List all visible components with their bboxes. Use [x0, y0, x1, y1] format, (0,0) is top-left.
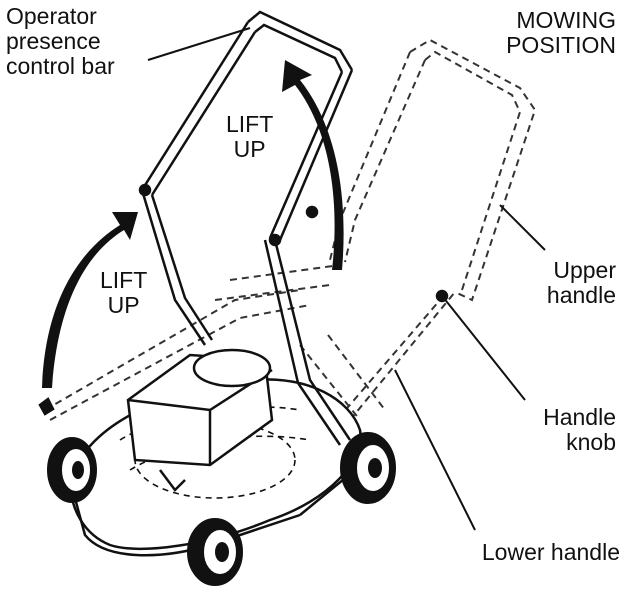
lifted-handle: [38, 10, 449, 446]
operator-label-line3: control bar: [6, 53, 115, 79]
handle-knob-line1: Handle: [543, 404, 616, 430]
upper-handle-leader-line: [499, 204, 546, 251]
handle-knob-line2: knob: [566, 429, 616, 455]
lower-handle-label: Lower handle: [481, 539, 620, 565]
operator-presence-label: Operator presence control bar: [6, 4, 115, 79]
operator-label-line1: Operator: [6, 3, 97, 29]
wheel-right-rear: [340, 432, 396, 504]
mowing-position-label: MOWING POSITION: [506, 8, 616, 58]
lower-handle-leader-line: [394, 369, 476, 531]
leader-lines: [147, 27, 546, 531]
operator-label-line2: presence: [6, 28, 101, 54]
mowing-position-handle: [44, 38, 537, 429]
engine: [126, 348, 274, 492]
wheel-left-front: [187, 518, 243, 586]
lift-up-top-label: LIFT UP: [226, 112, 273, 162]
lift-up-left-label: LIFT UP: [100, 268, 147, 318]
lift-up-left-line2: UP: [107, 292, 140, 318]
lift-up-top-line2: UP: [233, 136, 266, 162]
upper-handle-line2: handle: [546, 282, 616, 308]
wheel-left-rear: [47, 437, 97, 503]
handle-knob-leader-line: [442, 296, 526, 401]
lift-up-top-line1: LIFT: [226, 111, 274, 137]
handle-knob-label: Handle knob: [543, 405, 616, 455]
lift-up-arrow-top: [282, 60, 344, 270]
operator-leader-line: [147, 27, 251, 61]
mowing-label-line1: MOWING: [516, 7, 616, 33]
upper-handle-line1: Upper: [553, 257, 616, 283]
upper-handle-label: Upper handle: [547, 258, 616, 308]
mowing-label-line2: POSITION: [506, 32, 616, 58]
lift-up-arrow-left: [42, 212, 138, 388]
lift-up-left-line1: LIFT: [100, 267, 148, 293]
